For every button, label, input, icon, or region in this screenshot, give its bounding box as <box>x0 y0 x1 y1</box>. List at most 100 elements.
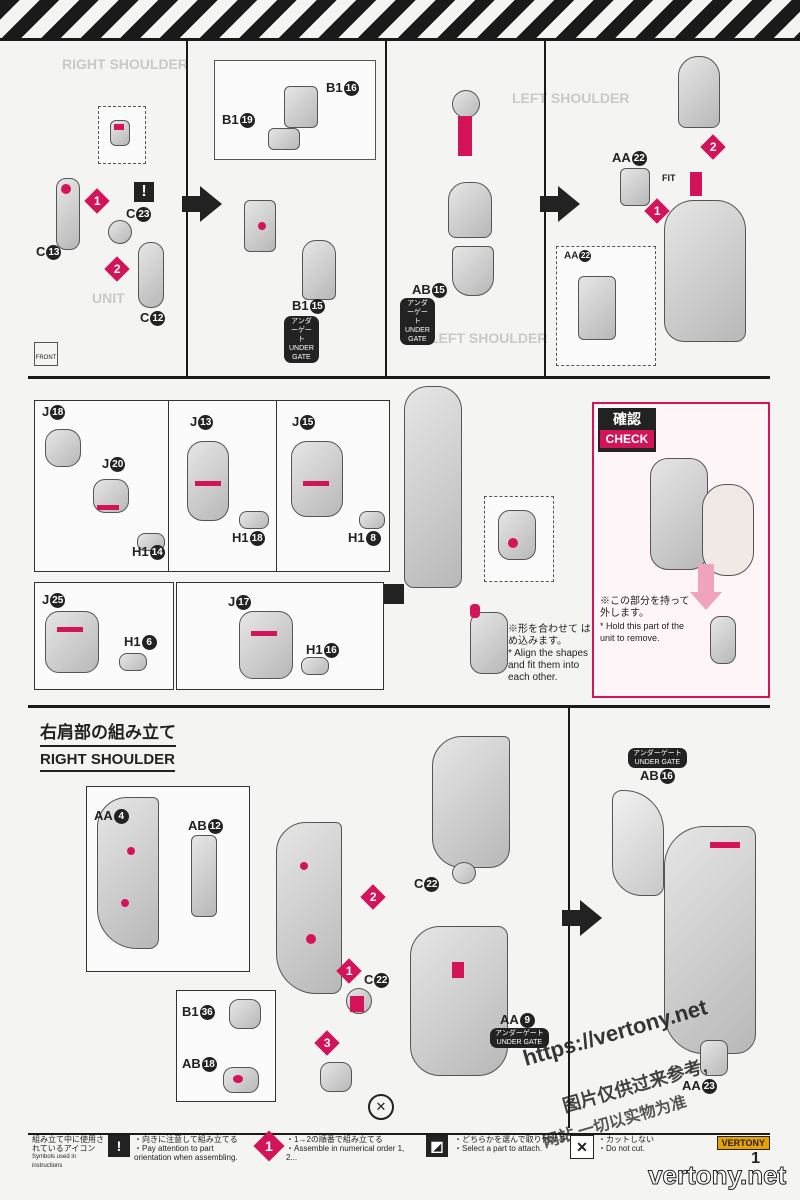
part-aa22 <box>620 168 650 206</box>
bg-label-left-shoulder: LEFT SHOULDER <box>512 90 630 106</box>
part-aa22-detail <box>578 276 616 340</box>
section-title-en: RIGHT SHOULDER <box>40 751 175 772</box>
next-step-arrow <box>182 186 222 222</box>
watermark-site: vertony.net <box>647 1160 787 1191</box>
pink-mark <box>300 862 308 870</box>
step-marker-3: 3 <box>314 1030 340 1056</box>
pink-mark <box>508 538 518 548</box>
part-c22-peg <box>452 862 476 884</box>
part-j25 <box>45 611 99 673</box>
bg-label-unit: UNIT <box>92 290 125 306</box>
part-shoulder-top <box>678 56 720 128</box>
row-divider-1 <box>28 376 770 379</box>
detail-panel-b1-36 <box>176 990 276 1102</box>
part-b1-36 <box>229 999 261 1029</box>
part-b1-15 <box>302 240 336 300</box>
brand-logo: VERTONY <box>716 1136 770 1150</box>
pink-peg <box>690 172 702 196</box>
select-part-icon <box>384 584 404 604</box>
part-b1-16 <box>284 86 318 128</box>
part-ball-joint <box>452 90 480 118</box>
part-j18 <box>45 429 81 467</box>
bg-label-left-shoulder-2: LEFT SHOULDER <box>430 330 548 346</box>
legend-orientation: ・向きに注意して組み立てる・Pay attention to part orie… <box>134 1135 238 1162</box>
part-shoulder-cap <box>448 182 492 238</box>
part-h1-8 <box>359 511 385 529</box>
page-number: 1 <box>751 1150 760 1167</box>
part-j15 <box>291 441 343 517</box>
pink-mark <box>233 1075 243 1083</box>
part-wrist-detail <box>498 510 536 560</box>
legend-do-not-cut: ・カットしない・Do not cut. <box>598 1135 654 1153</box>
row-divider-2 <box>28 705 770 708</box>
part-c23 <box>108 220 132 244</box>
hand-panel-j13 <box>168 400 278 572</box>
footer-divider <box>28 1133 770 1135</box>
step-marker-2: 2 <box>360 884 386 910</box>
detail-panel-aa4 <box>86 786 250 972</box>
pink-mark <box>57 627 83 632</box>
select-part-icon: ◩ <box>426 1135 448 1157</box>
part-ab12 <box>191 835 217 917</box>
check-panel: 確認 CHECK ※この部分を持って 外します。* Hold this part… <box>592 402 770 698</box>
pink-mark <box>710 842 740 848</box>
legend-order: ・1→2の順番で組み立てる・Assemble in numerical orde… <box>286 1135 405 1162</box>
pink-mark <box>97 505 119 510</box>
part-outer-frame <box>432 736 510 868</box>
part-h1-18 <box>239 511 269 529</box>
part-aa9 <box>410 926 508 1076</box>
part-c12 <box>138 242 164 308</box>
check-note: ※この部分を持って 外します。* Hold this part of the u… <box>600 596 690 643</box>
part-shoulder-armor <box>664 826 756 1054</box>
pink-mark <box>114 124 124 130</box>
pink-peg <box>470 604 480 618</box>
next-step-arrow <box>562 900 602 936</box>
section-title-jp: 右肩部の組み立て <box>40 718 176 747</box>
front-indicator: FRONT <box>34 342 58 366</box>
do-not-cut-icon: ✕ <box>368 1094 394 1120</box>
pink-mark <box>121 899 129 907</box>
part-ab16 <box>612 790 664 896</box>
fit-label: FIT <box>662 173 676 183</box>
step-marker-2: 2 <box>700 134 726 160</box>
part-aa23 <box>700 1040 728 1076</box>
part-j17 <box>239 611 293 679</box>
part-aa4 <box>97 797 159 949</box>
pink-peg <box>458 116 472 156</box>
do-not-cut-icon: ✕ <box>570 1135 594 1159</box>
part-hand-removed <box>710 616 736 664</box>
remove-arrow-shaft <box>698 564 714 594</box>
part-shoulder-inner-frame <box>276 822 342 994</box>
part-forearm-check <box>650 458 708 570</box>
pink-peg <box>350 996 364 1012</box>
check-header: 確認 CHECK <box>598 408 656 452</box>
step-marker-1: 1 <box>84 188 110 214</box>
pink-mark <box>251 631 277 636</box>
part-forearm-armor <box>664 200 746 342</box>
orientation-icon: ! <box>108 1135 130 1157</box>
